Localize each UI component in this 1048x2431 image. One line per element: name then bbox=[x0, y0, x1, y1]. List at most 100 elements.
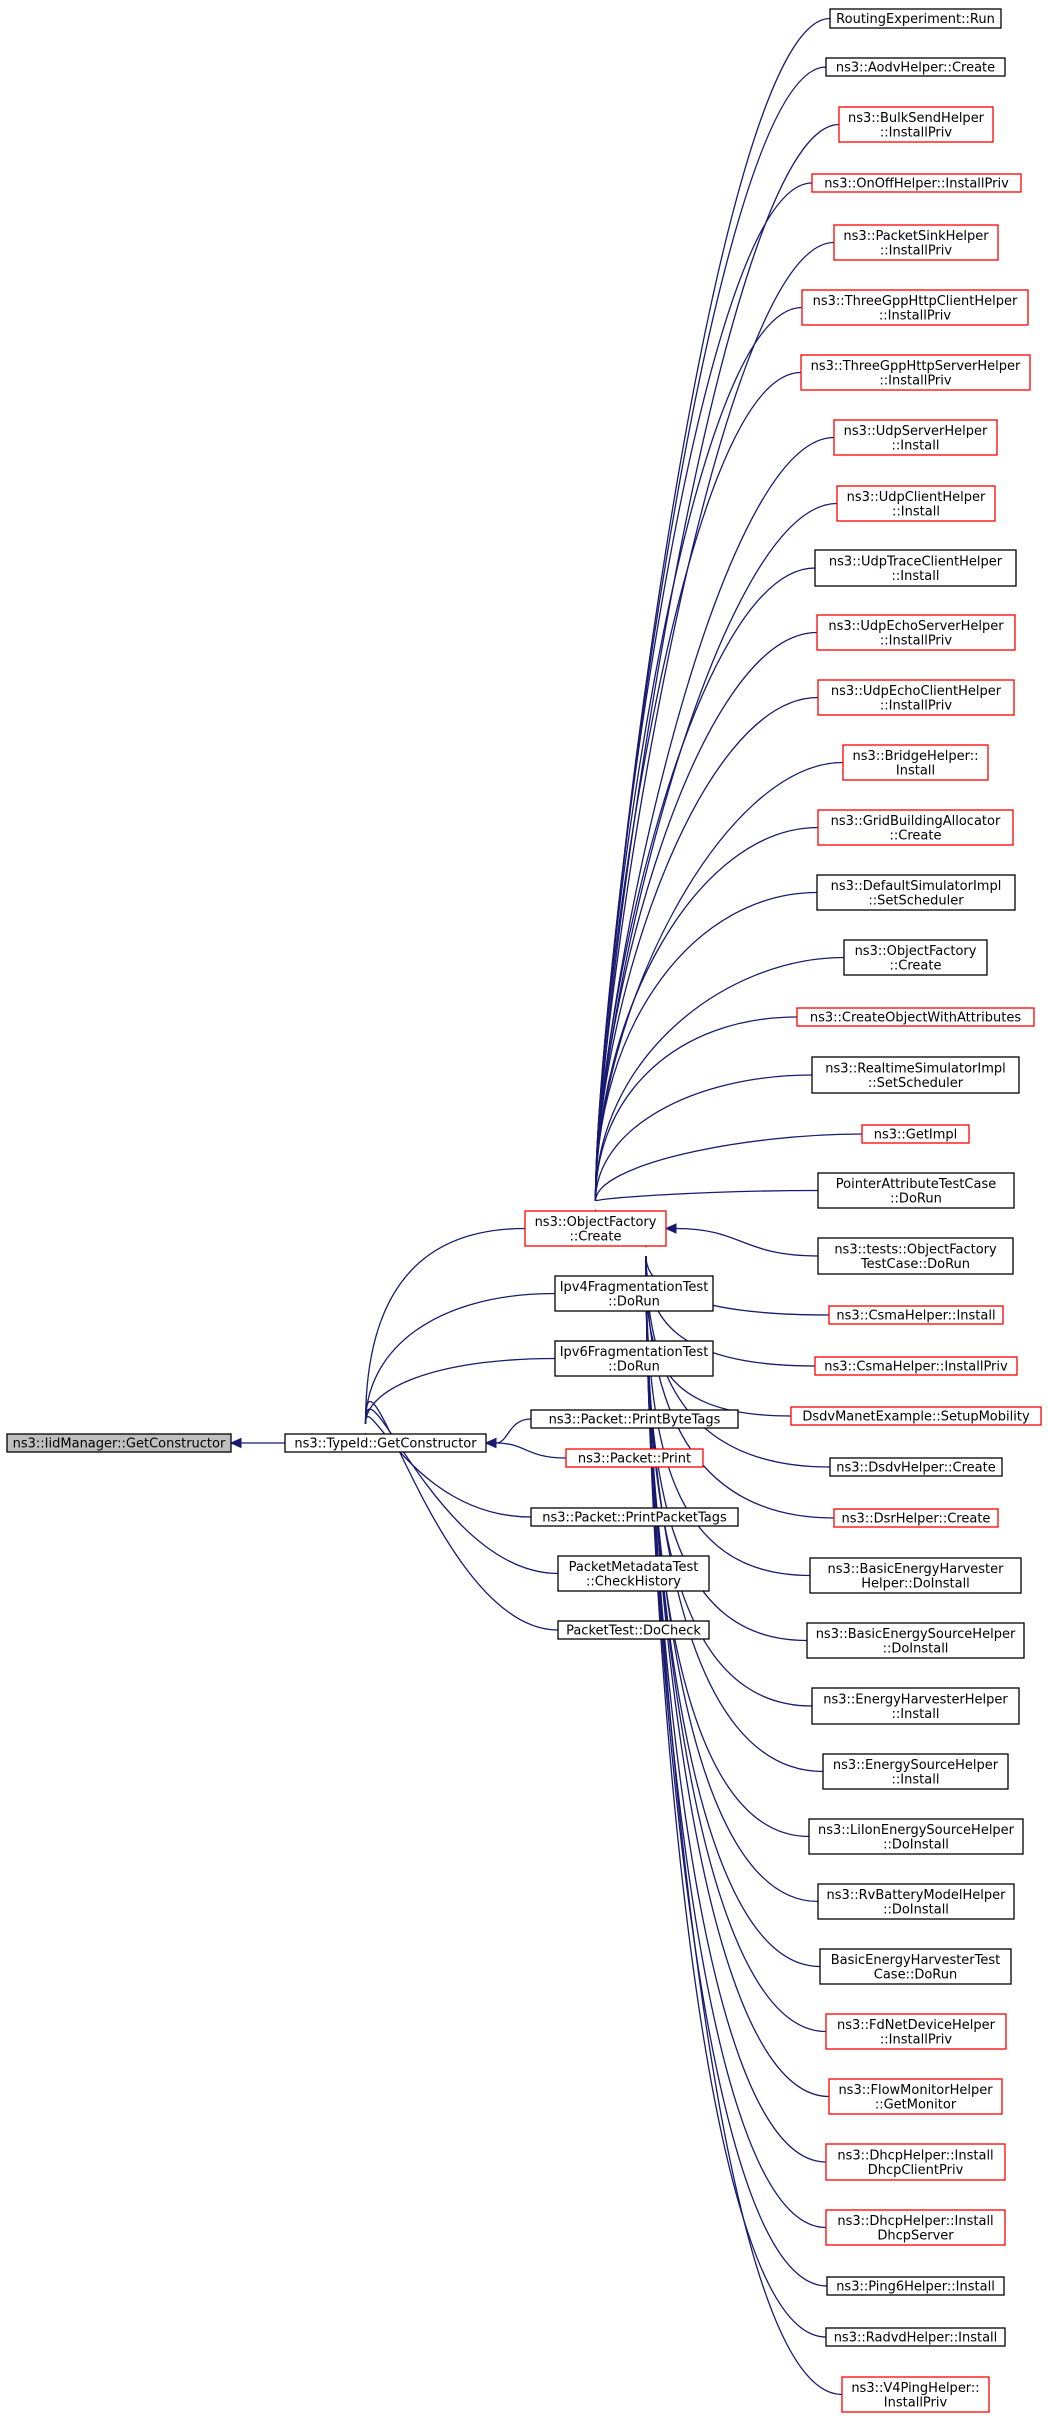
node-printbytetags[interactable]: ns3::Packet::PrintByteTags bbox=[530, 1409, 739, 1429]
node-dsdvhelper[interactable]: ns3::DsdvHelper::Create bbox=[829, 1457, 1003, 1477]
node-bridgehelper[interactable]: ns3::BridgeHelper::Install bbox=[842, 744, 989, 781]
node-label-ping6-line-0: ns3::Ping6Helper::Install bbox=[836, 2280, 995, 2295]
node-label-bulksend-line-0: ns3::BulkSendHelper bbox=[848, 111, 985, 126]
node-energysource[interactable]: ns3::EnergySourceHelper::Install bbox=[822, 1753, 1009, 1790]
node-label-csmainstall-line-0: ns3::CsmaHelper::Install bbox=[836, 1309, 995, 1324]
node-box-udpclient bbox=[836, 485, 996, 522]
node-udpserver[interactable]: ns3::UdpServerHelper::Install bbox=[833, 419, 998, 456]
node-box-threegpphttpclient bbox=[801, 289, 1029, 326]
node-label-energyharvester-line-0: ns3::EnergyHarvesterHelper bbox=[823, 1692, 1008, 1707]
edge-createobjattrs-to-objectfactory bbox=[594, 1016, 798, 1202]
node-csmainstall[interactable]: ns3::CsmaHelper::Install bbox=[828, 1305, 1004, 1325]
edge-dhcpclient-to-objectfactory bbox=[645, 1255, 827, 2163]
edge-threegpphttpclient-to-objectfactory bbox=[594, 306, 803, 1202]
node-packettest[interactable]: PacketTest::DoCheck bbox=[557, 1620, 710, 1640]
node-label-objectfactorycreate-line-1: ::Create bbox=[890, 958, 942, 973]
node-threegpphttpserver[interactable]: ns3::ThreeGppHttpServerHelper::InstallPr… bbox=[800, 354, 1031, 391]
node-label-ipv4frag-line-0: Ipv4FragmentationTest bbox=[560, 1280, 709, 1295]
node-label-ipv6frag-line-0: Ipv6FragmentationTest bbox=[560, 1345, 709, 1360]
edge-printbytetags-to-getconstructor bbox=[495, 1418, 532, 1444]
node-lionenergy[interactable]: ns3::LiIonEnergySourceHelper::DoInstall bbox=[808, 1818, 1024, 1855]
node-label-udpechoserver-line-1: ::InstallPriv bbox=[880, 633, 952, 648]
node-basicenergyharvester[interactable]: ns3::BasicEnergyHarvesterHelper::DoInsta… bbox=[809, 1557, 1022, 1594]
node-threegpphttpclient[interactable]: ns3::ThreeGppHttpClientHelper::InstallPr… bbox=[801, 289, 1029, 326]
node-root[interactable]: ns3::IidManager::GetConstructor bbox=[6, 1433, 232, 1453]
node-box-routingexp bbox=[829, 8, 1002, 29]
node-csmainstallpriv[interactable]: ns3::CsmaHelper::InstallPriv bbox=[814, 1356, 1018, 1376]
node-objectfactory[interactable]: ns3::ObjectFactory::Create bbox=[524, 1210, 667, 1247]
node-dsdvmanet[interactable]: DsdvManetExample::SetupMobility bbox=[790, 1406, 1042, 1426]
node-box-dsdvmanet bbox=[790, 1406, 1042, 1426]
edge-udpechoclient-to-objectfactory bbox=[594, 696, 819, 1202]
node-label-v4ping-line-1: InstallPriv bbox=[884, 2395, 948, 2410]
edge-gridbuilding-to-objectfactory bbox=[594, 826, 819, 1202]
node-ipv6frag[interactable]: Ipv6FragmentationTest::DoRun bbox=[554, 1340, 714, 1377]
node-v4ping[interactable]: ns3::V4PingHelper::InstallPriv bbox=[841, 2376, 990, 2413]
node-label-basicenergyharvester-line-1: Helper::DoInstall bbox=[861, 1576, 970, 1591]
node-label-lionenergy-line-1: ::DoInstall bbox=[883, 1837, 949, 1852]
node-label-defaultsimimpl-line-0: ns3::DefaultSimulatorImpl bbox=[831, 879, 1002, 894]
node-routingexp[interactable]: RoutingExperiment::Run bbox=[829, 8, 1002, 29]
node-box-rvbattery bbox=[817, 1883, 1015, 1920]
edge-objfactorytest-to-objectfactory bbox=[675, 1227, 819, 1257]
node-label-ipv6frag-line-1: ::DoRun bbox=[608, 1359, 660, 1374]
node-aodvhelper[interactable]: ns3::AodvHelper::Create bbox=[825, 57, 1006, 77]
node-box-udptraceclient bbox=[814, 549, 1017, 587]
edge-radvd-to-objectfactory bbox=[645, 1255, 827, 2338]
node-realtimesimimpl[interactable]: ns3::RealtimeSimulatorImpl::SetScheduler bbox=[811, 1056, 1020, 1094]
node-label-fdnetdevice-line-1: ::InstallPriv bbox=[880, 2032, 952, 2047]
node-box-csmainstall bbox=[828, 1305, 1004, 1325]
node-box-root bbox=[6, 1433, 232, 1453]
edge-pointerattrtest-to-objectfactory bbox=[594, 1189, 819, 1202]
node-pointerattrtest[interactable]: PointerAttributeTestCase::DoRun bbox=[817, 1172, 1015, 1209]
node-createobjattrs[interactable]: ns3::CreateObjectWithAttributes bbox=[796, 1007, 1035, 1027]
node-box-aodvhelper bbox=[825, 57, 1006, 77]
node-fdnetdevice[interactable]: ns3::FdNetDeviceHelper::InstallPriv bbox=[825, 2013, 1007, 2050]
node-dsrhelper[interactable]: ns3::DsrHelper::Create bbox=[833, 1508, 999, 1528]
node-packetprint[interactable]: ns3::Packet::Print bbox=[565, 1448, 704, 1468]
node-flowmonitor[interactable]: ns3::FlowMonitorHelper::GetMonitor bbox=[828, 2078, 1003, 2115]
node-box-packettest bbox=[557, 1620, 710, 1640]
node-udpclient[interactable]: ns3::UdpClientHelper::Install bbox=[836, 485, 996, 522]
node-label-threegpphttpclient-line-0: ns3::ThreeGppHttpClientHelper bbox=[813, 294, 1018, 309]
node-box-getimpl bbox=[861, 1124, 970, 1144]
node-label-flowmonitor-line-1: ::GetMonitor bbox=[875, 2097, 957, 2112]
node-ping6[interactable]: ns3::Ping6Helper::Install bbox=[826, 2276, 1005, 2296]
node-box-pointerattrtest bbox=[817, 1172, 1015, 1209]
node-label-getimpl-line-0: ns3::GetImpl bbox=[874, 1128, 958, 1143]
node-label-objectfactory-line-0: ns3::ObjectFactory bbox=[535, 1215, 657, 1230]
node-rvbattery[interactable]: ns3::RvBatteryModelHelper::DoInstall bbox=[817, 1883, 1015, 1920]
node-ipv4frag[interactable]: Ipv4FragmentationTest::DoRun bbox=[554, 1275, 714, 1312]
node-udpechoserver[interactable]: ns3::UdpEchoServerHelper::InstallPriv bbox=[816, 614, 1016, 651]
node-onoff[interactable]: ns3::OnOffHelper::InstallPriv bbox=[811, 173, 1022, 193]
node-packetmetadatatest[interactable]: PacketMetadataTest::CheckHistory bbox=[557, 1555, 710, 1592]
node-energyharvester[interactable]: ns3::EnergyHarvesterHelper::Install bbox=[811, 1687, 1020, 1725]
node-radvd[interactable]: ns3::RadvdHelper::Install bbox=[825, 2327, 1006, 2347]
node-udpechoclient[interactable]: ns3::UdpEchoClientHelper::InstallPriv bbox=[817, 679, 1015, 716]
edge-flowmonitor-to-objectfactory bbox=[645, 1255, 830, 2098]
node-bulksend[interactable]: ns3::BulkSendHelper::InstallPriv bbox=[838, 106, 994, 143]
node-box-udpserver bbox=[833, 419, 998, 456]
node-getimpl[interactable]: ns3::GetImpl bbox=[861, 1124, 970, 1144]
node-label-udpserver-line-1: ::Install bbox=[892, 438, 940, 453]
node-getconstructor[interactable]: ns3::TypeId::GetConstructor bbox=[284, 1433, 487, 1453]
node-box-objectfactory bbox=[524, 1210, 667, 1247]
arrowhead-packetprint-to-getconstructor bbox=[484, 1437, 497, 1449]
node-label-rvbattery-line-1: ::DoInstall bbox=[883, 1902, 949, 1917]
node-gridbuilding[interactable]: ns3::GridBuildingAllocator::Create bbox=[817, 809, 1014, 846]
node-packetsink[interactable]: ns3::PacketSinkHelper::InstallPriv bbox=[833, 224, 999, 261]
node-box-csmainstallpriv bbox=[814, 1356, 1018, 1376]
node-label-realtimesimimpl-line-0: ns3::RealtimeSimulatorImpl bbox=[825, 1061, 1006, 1076]
node-defaultsimimpl[interactable]: ns3::DefaultSimulatorImpl::SetScheduler bbox=[816, 874, 1016, 911]
node-basicenergysource[interactable]: ns3::BasicEnergySourceHelper::DoInstall bbox=[806, 1622, 1025, 1659]
node-label-fdnetdevice-line-0: ns3::FdNetDeviceHelper bbox=[837, 2018, 996, 2033]
node-objectfactorycreate[interactable]: ns3::ObjectFactory::Create bbox=[843, 939, 988, 976]
node-label-radvd-line-0: ns3::RadvdHelper::Install bbox=[834, 2331, 998, 2346]
node-printpackettags[interactable]: ns3::Packet::PrintPacketTags bbox=[530, 1507, 739, 1527]
node-label-dsdvhelper-line-0: ns3::DsdvHelper::Create bbox=[836, 1461, 995, 1476]
node-udptraceclient[interactable]: ns3::UdpTraceClientHelper::Install bbox=[814, 549, 1017, 587]
